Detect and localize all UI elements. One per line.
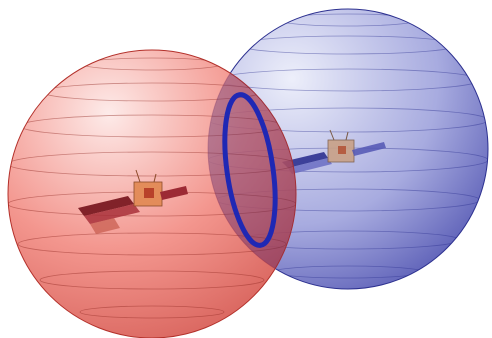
coverage-svg — [0, 0, 492, 338]
coverage-diagram — [0, 0, 492, 338]
